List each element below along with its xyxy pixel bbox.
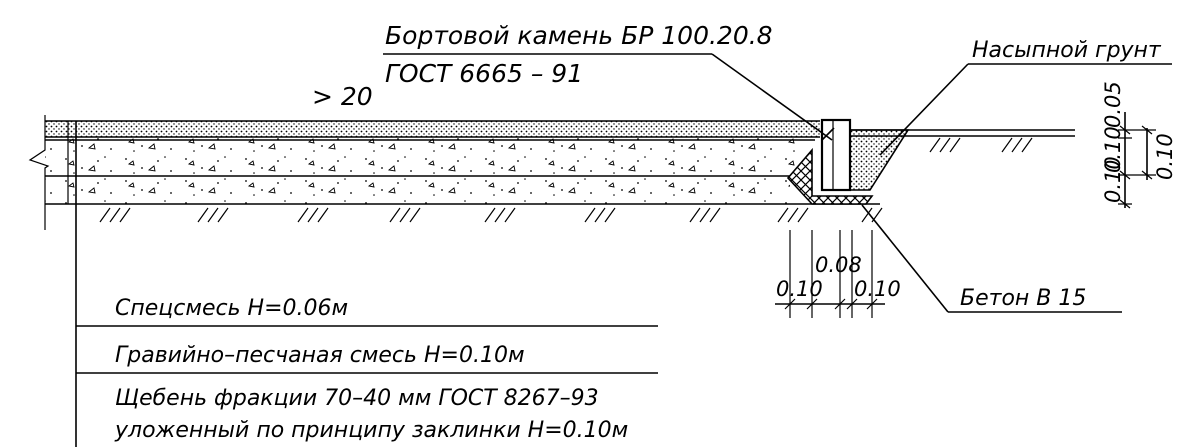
dim-bottom-left: 0.10 (776, 277, 823, 301)
dim-right-low: 0.10 (1101, 156, 1125, 203)
crushed-stone-layer (45, 176, 790, 204)
curb-assembly (786, 118, 1075, 205)
dim-bottom-right: 0.10 (854, 277, 901, 301)
pavement-layers (28, 115, 880, 230)
layer-label-2: Гравийно–песчаная смесь Н=0.10м (115, 343, 525, 368)
callout-concrete: Бетон В 15 (861, 204, 1122, 313)
dim-right-span: 0.10 (1153, 133, 1177, 180)
right-dimensions: 0.05 0.10 0.10 0.10 (1101, 81, 1177, 209)
bottom-dimensions: 0.10 0.08 0.10 (775, 230, 901, 318)
dim-right-top: 0.05 (1101, 81, 1125, 128)
layer-label-1: Спецсмесь Н=0.06м (115, 296, 348, 321)
slope-label: > 20 (312, 82, 373, 111)
fill-soil-wedge (849, 129, 910, 191)
layer-legend: Спецсмесь Н=0.06м Гравийно–песчаная смес… (75, 121, 658, 447)
ground-hatching (99, 137, 1033, 223)
callout-fill-soil: Насыпной грунт (879, 38, 1172, 156)
fill-soil-label: Насыпной грунт (972, 38, 1162, 63)
callout-curb: Бортовой камень БР 100.20.8 ГОСТ 6665 – … (312, 21, 833, 141)
layer-label-4: уложенный по принципу заклинки Н=0.10м (114, 418, 628, 443)
dim-right-mid: 0.10 (1101, 126, 1125, 173)
concrete-haunch (786, 147, 874, 205)
concrete-label: Бетон В 15 (960, 286, 1086, 311)
surface-layer-hatch (45, 121, 820, 137)
dim-bottom-mid: 0.08 (815, 253, 862, 277)
sand-gravel-layer (45, 138, 795, 176)
curb-label-line2: ГОСТ 6665 – 91 (385, 59, 583, 88)
layer-label-3: Щебень фракции 70–40 мм ГОСТ 8267–93 (115, 386, 599, 411)
curb-label-line1: Бортовой камень БР 100.20.8 (385, 21, 773, 50)
curb-stone (820, 118, 852, 192)
